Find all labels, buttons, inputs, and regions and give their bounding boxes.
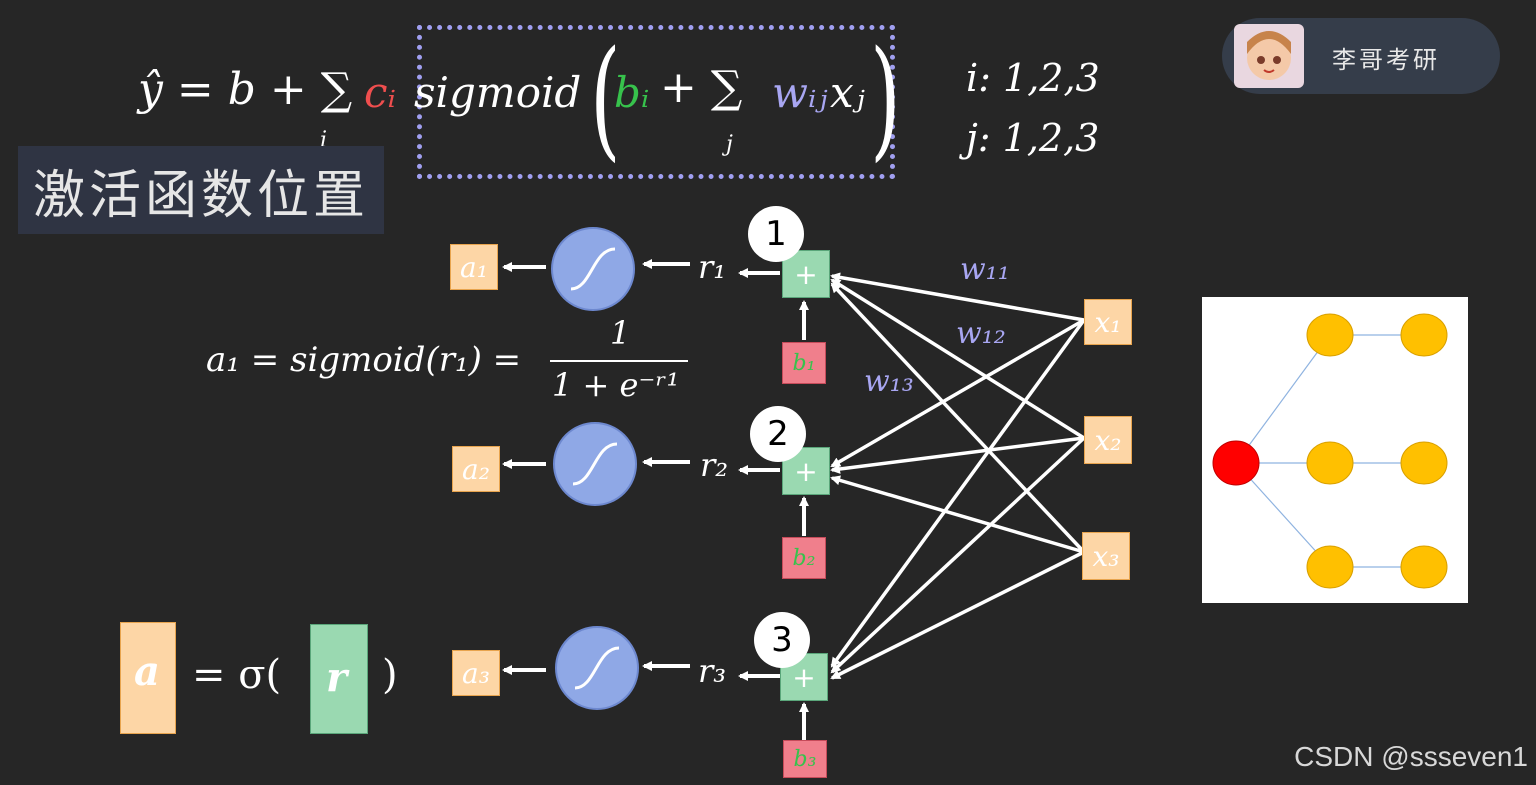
tree-node	[1400, 441, 1448, 485]
r3-label: r₃	[698, 652, 727, 690]
output-node-a2: a₂	[452, 446, 500, 492]
watermark: CSDN @ssseven1	[1294, 741, 1528, 772]
formula-bi: bᵢ	[614, 68, 650, 117]
tree-node	[1306, 545, 1354, 589]
r2-label: r₂	[700, 446, 729, 484]
input-node-x3: x₃	[1082, 532, 1130, 580]
formula-left-paren: (	[590, 22, 621, 174]
bias-node-b3: b₃	[783, 740, 827, 778]
tree-node	[1306, 441, 1354, 485]
weight-w12: w₁₂	[956, 316, 1006, 351]
vector-a-box	[120, 622, 176, 734]
tree-svg	[1212, 313, 1448, 589]
range-j: j: 1,2,3	[966, 116, 1100, 160]
tree-diagram	[1202, 297, 1468, 603]
formula-right-paren: )	[870, 22, 901, 174]
formula-sum-sub-i: i	[320, 128, 328, 153]
vector-eq-close: )	[382, 652, 398, 698]
output-node-a1: a₁	[450, 244, 498, 290]
avatar	[1234, 24, 1304, 88]
input-node-x2: x₂	[1084, 416, 1132, 464]
vector-r-label: r	[326, 654, 348, 701]
neuron-number-1: 1	[748, 206, 804, 262]
author-badge[interactable]: 李哥考研	[1222, 18, 1500, 94]
formula-plus-sum: + ∑	[660, 62, 743, 113]
vector-r-box	[310, 624, 368, 734]
sigmoid-curve-icon	[570, 247, 616, 291]
formula-sum-sub-j: j	[726, 132, 733, 157]
sigmoid-node-3	[555, 626, 639, 710]
formula-xj: xⱼ	[830, 68, 865, 117]
bias-node-b1: b₁	[782, 342, 826, 384]
tree-node	[1400, 313, 1448, 357]
neuron-number-3: 3	[754, 612, 810, 668]
r1-label: r₁	[698, 248, 727, 286]
formula-yhat: ŷ = b + ∑	[138, 64, 353, 115]
tree-root-node	[1212, 440, 1260, 486]
vector-a-label: a	[134, 648, 160, 695]
weight-edges	[830, 272, 1086, 680]
weight-w13: w₁₃	[864, 364, 914, 399]
a1-equation-lhs: a₁ = sigmoid(r₁) =	[206, 340, 522, 380]
neuron-number-2: 2	[750, 406, 806, 462]
vector-eq-sigma: = σ(	[192, 652, 282, 698]
bias-node-b2: b₂	[782, 537, 826, 579]
tree-node	[1400, 545, 1448, 589]
badge-name: 李哥考研	[1332, 46, 1440, 74]
input-node-x1: x₁	[1084, 299, 1132, 345]
dotted-highlight-box	[417, 25, 895, 179]
sigmoid-node-2	[553, 422, 637, 506]
weight-w11: w₁₁	[960, 252, 1010, 287]
formula-ci: cᵢ	[364, 68, 396, 117]
activation-position-label: 激活函数位置	[18, 146, 384, 234]
sigmoid-curve-icon	[574, 646, 620, 690]
a1-equation-denominator: 1 + e⁻ʳ¹	[552, 366, 680, 404]
a1-equation-numerator: 1	[610, 314, 631, 352]
sigmoid-curve-icon	[572, 442, 618, 486]
sigmoid-node-1	[551, 227, 635, 311]
formula-wij: wᵢⱼ	[772, 68, 828, 117]
fraction-bar	[550, 360, 688, 362]
range-i: i: 1,2,3	[966, 56, 1100, 100]
output-node-a3: a₃	[452, 650, 500, 696]
formula-sigmoid: sigmoid	[414, 68, 582, 117]
tree-node	[1306, 313, 1354, 357]
